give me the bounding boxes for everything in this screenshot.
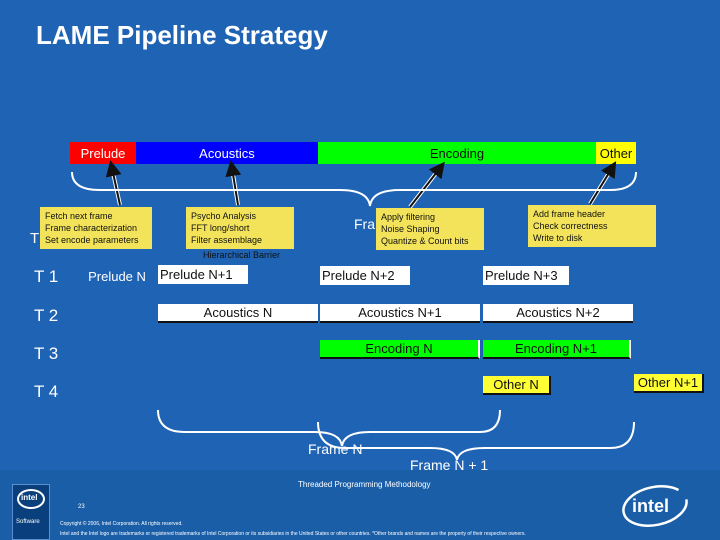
note-acoustics: Psycho Analysis FFT long/short Filter as… <box>186 207 294 249</box>
thread-label-t1: T 1 <box>34 267 59 286</box>
slide-title: LAME Pipeline Strategy <box>36 20 328 50</box>
stage-encoding: Encoding <box>318 142 596 164</box>
partial-t-label: T <box>30 230 40 247</box>
t2-acoustics-n: Acoustics N <box>158 304 318 323</box>
intel-small-mark <box>17 489 45 509</box>
stage-prelude: Prelude <box>70 142 136 164</box>
t2-acoustics-n2: Acoustics N+2 <box>483 304 633 323</box>
t4-other-n: Other N <box>483 376 551 395</box>
t1-prelude-n2: Prelude N+2 <box>320 266 410 285</box>
t1-prelude-n3: Prelude N+3 <box>483 266 569 285</box>
slide-footer: Threaded Programming Methodology intel S… <box>0 470 720 540</box>
footer-copyright: Copyright © 2006, Intel Corporation. All… <box>60 521 183 527</box>
stage-prelude-label: Prelude <box>80 145 126 161</box>
t3-encoding-n: Encoding N <box>320 340 480 359</box>
note-encoding: Apply filtering Noise Shaping Quantize &… <box>376 208 484 250</box>
t1-prelude-n: Prelude N <box>88 269 146 284</box>
intel-logo <box>622 485 688 527</box>
note-prelude: Fetch next frame Frame characterization … <box>40 207 152 249</box>
intel-software-logo: intel Software <box>12 484 50 540</box>
stage-other: Other <box>596 142 636 164</box>
page-number: 23 <box>78 504 85 510</box>
footer-trademark: Intel and the Intel logo are trademarks … <box>60 531 526 537</box>
t3-encoding-n1: Encoding N+1 <box>483 340 631 359</box>
note-other: Add frame header Check correctness Write… <box>528 205 656 247</box>
thread-label-t2: T 2 <box>34 306 59 325</box>
stage-acoustics: Acoustics <box>136 142 318 164</box>
t2-acoustics-n1: Acoustics N+1 <box>320 304 480 323</box>
stage-other-label: Other <box>599 145 633 161</box>
footer-methodology: Threaded Programming Methodology <box>298 480 431 489</box>
frame-n-label: Frame N <box>308 441 363 457</box>
stage-encoding-label: Encoding <box>429 145 485 161</box>
stage-acoustics-label: Acoustics <box>199 145 255 161</box>
barrier-label: Hierarchical Barrier <box>203 250 281 260</box>
frame-n1-label: Frame N + 1 <box>410 457 489 473</box>
intel-logo-text: intel <box>632 496 670 516</box>
partial-frame-label: Fra <box>354 216 375 232</box>
thread-label-t4: T 4 <box>34 382 59 401</box>
connector-arrows <box>71 160 637 461</box>
intel-small-logo-sub: Software <box>16 519 40 525</box>
t1-prelude-n1: Prelude N+1 <box>158 265 248 284</box>
thread-label-t3: T 3 <box>34 344 59 363</box>
t4-other-n1: Other N+1 <box>634 374 704 393</box>
intel-small-logo-text: intel <box>21 493 38 502</box>
